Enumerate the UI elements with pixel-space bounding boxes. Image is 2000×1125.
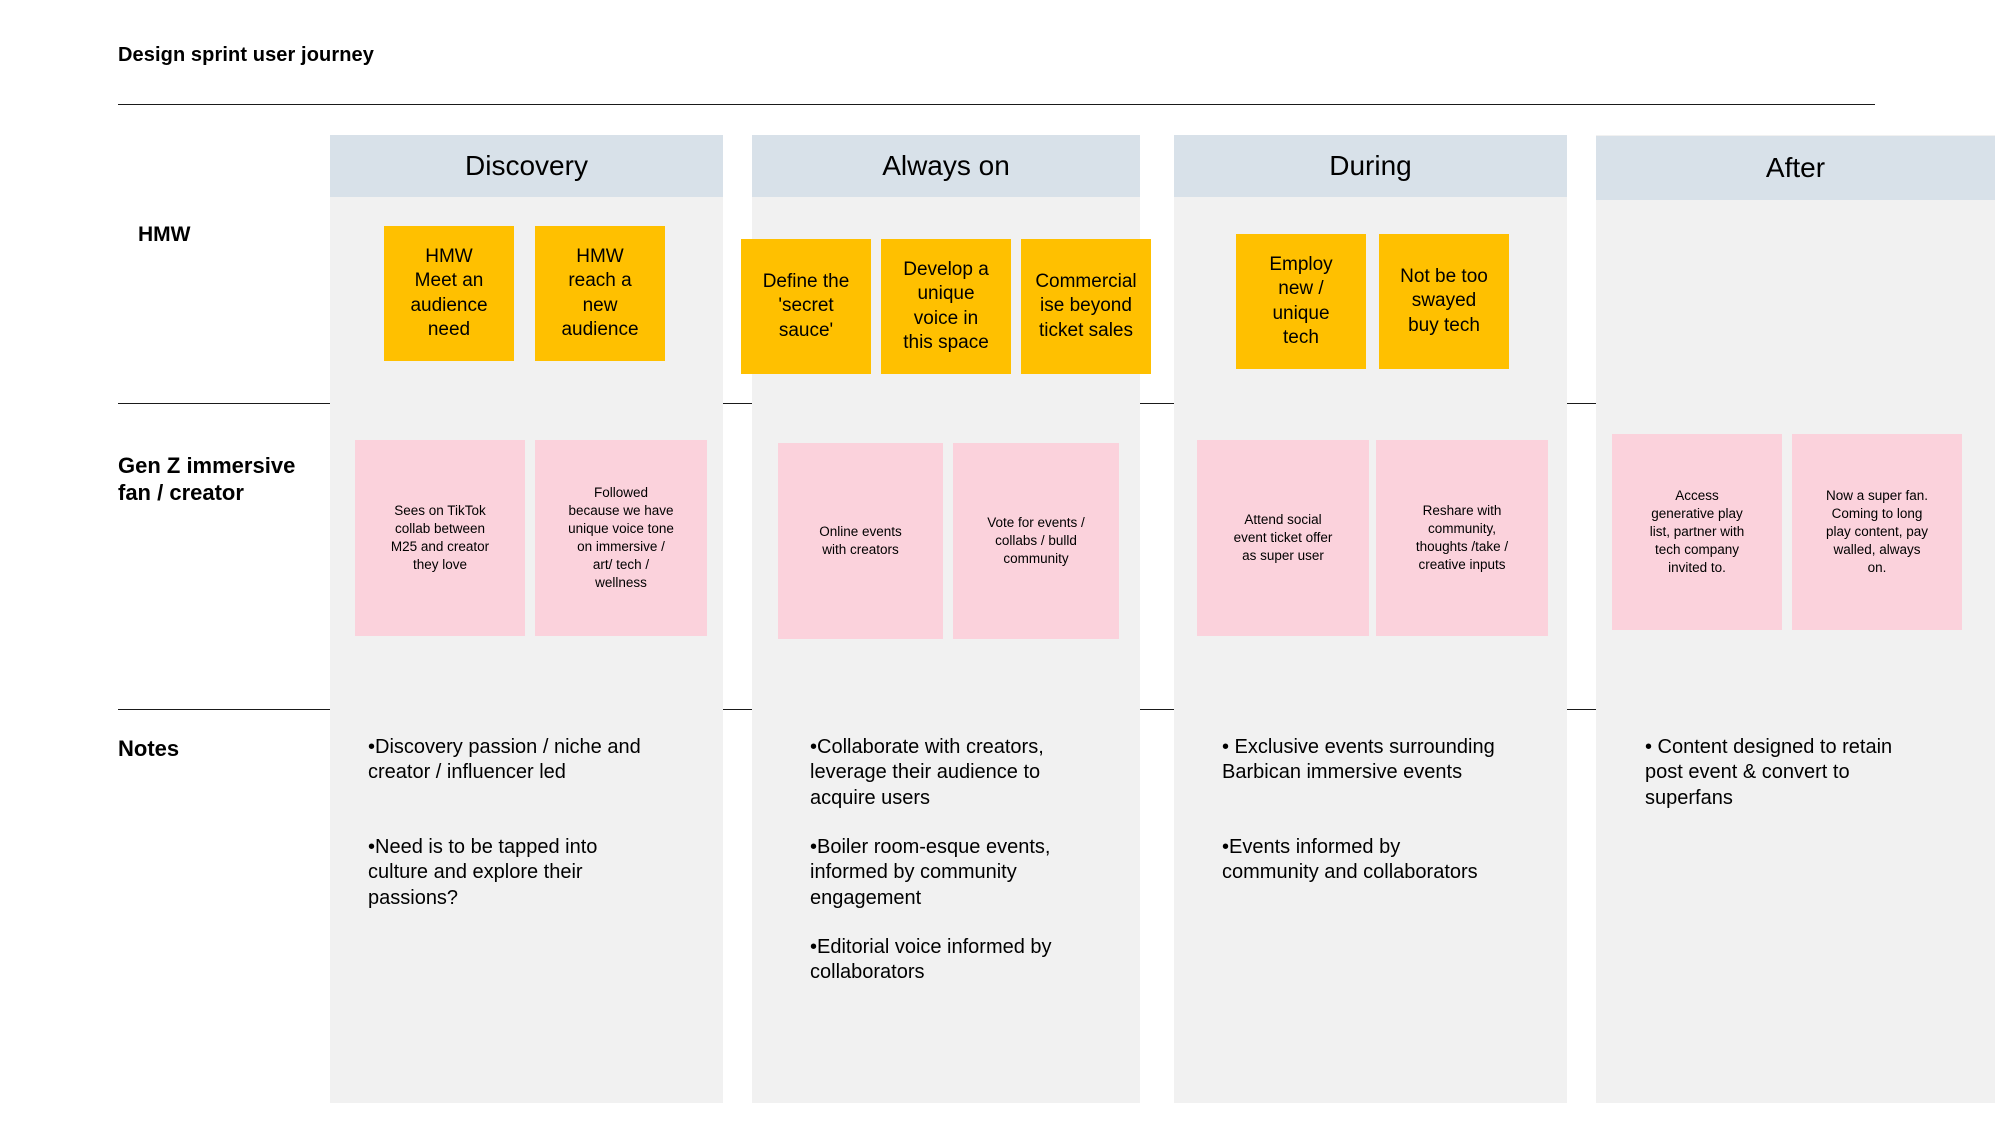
sticky-note-hmw[interactable]: Not be too swayed buy tech <box>1379 234 1509 369</box>
notes-bullet: •Need is to be tapped into culture and e… <box>368 836 598 909</box>
sticky-note-genz[interactable]: Vote for events / collabs / bulld commun… <box>953 443 1119 639</box>
sticky-note-genz[interactable]: Online events with creators <box>778 443 943 639</box>
column-header-label: Discovery <box>465 150 588 181</box>
sticky-note-genz[interactable]: Reshare with community, thoughts /take /… <box>1376 440 1548 636</box>
row-label-genz: Gen Z immersive fan / creator <box>118 453 296 506</box>
sticky-note-genz[interactable]: Followed because we have unique voice to… <box>535 440 707 636</box>
notes-bullet: • Content designed to retain post event … <box>1645 736 1893 809</box>
sticky-note-genz[interactable]: Now a super fan. Coming to long play con… <box>1792 434 1962 630</box>
sticky-note-hmw[interactable]: HMW Meet an audience need <box>384 226 514 361</box>
sticky-note-hmw[interactable]: Commercial ise beyond ticket sales <box>1021 239 1151 374</box>
sticky-note-hmw[interactable]: HMW reach a new audience <box>535 226 665 361</box>
notes-bullet: •Editorial voice informed by collaborato… <box>810 936 1052 984</box>
column-header-discovery[interactable]: Discovery <box>330 135 723 197</box>
sticky-note-genz[interactable]: Sees on TikTok collab between M25 and cr… <box>355 440 525 636</box>
column-header-label: During <box>1329 150 1412 181</box>
column-header-always-on[interactable]: Always on <box>752 135 1140 197</box>
column-header-label: Always on <box>882 150 1010 181</box>
sticky-note-hmw[interactable]: Employ new / unique tech <box>1236 234 1366 369</box>
row-label-hmw: HMW <box>138 223 191 246</box>
divider-top <box>118 104 1875 105</box>
sticky-note-genz[interactable]: Attend social event ticket offer as supe… <box>1197 440 1369 636</box>
column-header-label: After <box>1765 152 1826 183</box>
page-title: Design sprint user journey <box>118 44 374 66</box>
sticky-note-hmw[interactable]: Define the 'secret sauce' <box>741 239 871 374</box>
notes-bullet: •Collaborate with creators, leverage the… <box>810 736 1044 809</box>
notes-bullet: •Discovery passion / niche and creator /… <box>368 736 641 784</box>
column-header-during[interactable]: During <box>1174 135 1567 197</box>
sticky-note-hmw[interactable]: Develop a unique voice in this space <box>881 239 1011 374</box>
row-label-notes: Notes <box>118 736 180 761</box>
notes-bullet: • Exclusive events surrounding Barbican … <box>1222 736 1495 784</box>
column-header-after[interactable]: After <box>1596 136 1995 200</box>
notes-bullet: •Events informed by community and collab… <box>1222 836 1478 884</box>
sticky-note-genz[interactable]: Access generative play list, partner wit… <box>1612 434 1782 630</box>
notes-bullet: •Boiler room-esque events, informed by c… <box>810 836 1051 909</box>
